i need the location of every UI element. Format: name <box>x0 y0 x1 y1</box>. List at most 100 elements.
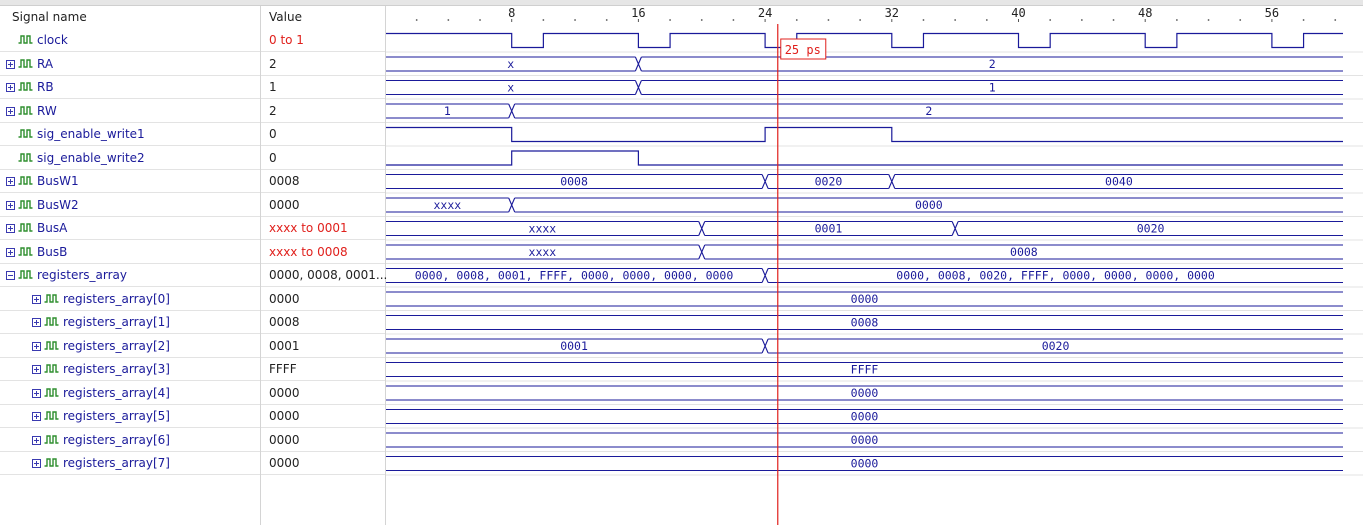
signal-row-registers-array-0-[interactable]: registers_array[0] <box>0 288 260 311</box>
signal-row-sig-enable-write2[interactable]: sig_enable_write2 <box>0 147 260 170</box>
signal-row-BusA[interactable]: BusA <box>0 217 260 240</box>
ruler-dot <box>922 19 925 21</box>
signal-row-BusW2[interactable]: BusW2 <box>0 194 260 217</box>
signal-row-clock[interactable]: clock <box>0 29 260 52</box>
signal-waveform-icon <box>18 217 33 240</box>
ruler-tick-label: 48 <box>1138 6 1152 20</box>
bus-value-label: 2 <box>925 104 932 118</box>
signal-name-label: registers_array[4] <box>63 385 170 400</box>
bit-waveform-sig_enable_write2 <box>386 150 1343 166</box>
value-row[interactable]: 1 <box>261 76 385 99</box>
value-row[interactable]: 0000 <box>261 382 385 405</box>
value-row[interactable]: 2 <box>261 100 385 123</box>
ruler-dot <box>479 19 481 21</box>
signal-value: 0 <box>269 150 277 165</box>
value-row[interactable]: 0 to 1 <box>261 29 385 52</box>
signal-row-registers-array-4-[interactable]: registers_array[4] <box>0 382 260 405</box>
expand-plus-icon[interactable] <box>6 224 15 233</box>
bus-value-label: 0000 <box>851 433 879 447</box>
signal-row-sig-enable-write1[interactable]: sig_enable_write1 <box>0 123 260 146</box>
signal-row-RA[interactable]: RA <box>0 53 260 76</box>
bus-transition-cross <box>634 56 642 72</box>
value-row[interactable]: 0000, 0008, 0001... <box>261 264 387 287</box>
expand-plus-icon[interactable] <box>6 106 15 116</box>
signal-value: 0 <box>269 127 277 141</box>
bus-value-label: xxxx <box>529 222 557 236</box>
value-row[interactable]: 0000 <box>261 194 385 217</box>
value-row[interactable]: 0001 <box>261 335 385 358</box>
expand-plus-icon[interactable] <box>6 83 15 92</box>
value-header[interactable]: Value <box>269 10 302 24</box>
ruler-dot <box>447 19 450 21</box>
signal-row-registers-array-7-[interactable]: registers_array[7] <box>0 452 260 475</box>
bus-transition-cross <box>508 103 516 119</box>
expand-plus-icon[interactable] <box>6 200 15 210</box>
ruler-dot <box>669 19 671 21</box>
bus-value-label: 2 <box>989 57 996 71</box>
signal-waveform-icon <box>18 241 33 264</box>
ruler-dot <box>1112 19 1115 21</box>
bus-value-label: 0020 <box>815 175 843 189</box>
value-row[interactable]: 0 <box>261 147 385 170</box>
bus-transition-cross <box>508 197 516 213</box>
signal-row-RB[interactable]: RB <box>0 76 260 99</box>
signal-name-label: BusB <box>37 244 68 259</box>
ruler-tick-label: 8 <box>508 6 515 20</box>
value-row[interactable]: 0008 <box>261 311 385 334</box>
value-row[interactable]: 0008 <box>261 170 385 193</box>
bit-waveform-sig_enable_write1 <box>386 126 1343 143</box>
bus-value-label: 0008 <box>560 175 588 189</box>
signal-waveform-icon <box>44 405 59 428</box>
value-row[interactable]: xxxx to 0001 <box>261 217 385 240</box>
signal-value: 0008 <box>269 315 300 329</box>
expand-plus-icon[interactable] <box>32 435 41 445</box>
expand-plus-icon[interactable] <box>6 177 15 186</box>
signal-row-RW[interactable]: RW <box>0 100 260 123</box>
ruler-dot <box>795 19 798 21</box>
signal-row-BusB[interactable]: BusB <box>0 241 260 264</box>
bus-value-label: 0000 <box>915 198 943 212</box>
signal-name-label: registers_array[1] <box>63 315 170 329</box>
expand-plus-icon[interactable] <box>32 341 41 351</box>
signal-name-label: sig_enable_write1 <box>37 127 145 141</box>
signal-name-header[interactable]: Signal name <box>12 10 87 24</box>
expand-plus-icon[interactable] <box>32 294 41 304</box>
expand-plus-icon[interactable] <box>6 247 15 257</box>
signal-row-registers-array[interactable]: registers_array <box>0 264 260 287</box>
value-row[interactable]: 0000 <box>261 405 385 428</box>
value-row[interactable]: 0000 <box>261 452 385 475</box>
signal-waveform-icon <box>18 29 33 52</box>
signal-waveform-icon <box>18 76 33 99</box>
value-row[interactable]: xxxx to 0008 <box>261 241 385 264</box>
signal-name-label: BusW1 <box>37 174 79 188</box>
collapse-minus-icon[interactable] <box>6 271 15 280</box>
signal-row-BusW1[interactable]: BusW1 <box>0 170 260 193</box>
bus-value-label: 0000 <box>851 386 879 400</box>
signal-name-label: BusA <box>37 221 68 235</box>
bus-transition-cross <box>951 221 959 236</box>
signal-name-label: RA <box>37 56 54 71</box>
value-row[interactable]: FFFF <box>261 358 385 381</box>
expand-plus-icon[interactable] <box>32 412 41 421</box>
expand-plus-icon[interactable] <box>32 459 41 468</box>
value-row[interactable]: 0000 <box>261 288 385 311</box>
value-row[interactable]: 2 <box>261 53 385 76</box>
expand-plus-icon[interactable] <box>32 318 41 327</box>
signal-row-registers-array-3-[interactable]: registers_array[3] <box>0 358 260 381</box>
ruler-dot <box>1334 19 1337 21</box>
signal-value: 0000 <box>269 291 300 306</box>
value-row[interactable]: 0000 <box>261 429 385 452</box>
signal-row-registers-array-1-[interactable]: registers_array[1] <box>0 311 260 334</box>
expand-plus-icon[interactable] <box>6 59 15 69</box>
expand-plus-icon[interactable] <box>32 365 41 374</box>
signal-name-label: registers_array[7] <box>63 456 170 470</box>
expand-plus-icon[interactable] <box>32 388 41 398</box>
signal-row-registers-array-2-[interactable]: registers_array[2] <box>0 335 260 358</box>
signal-row-registers-array-6-[interactable]: registers_array[6] <box>0 429 260 452</box>
ruler-dot <box>1302 19 1305 21</box>
signal-row-registers-array-5-[interactable]: registers_array[5] <box>0 405 260 428</box>
value-row[interactable]: 0 <box>261 123 385 146</box>
bus-value-label: 0001 <box>815 222 843 236</box>
